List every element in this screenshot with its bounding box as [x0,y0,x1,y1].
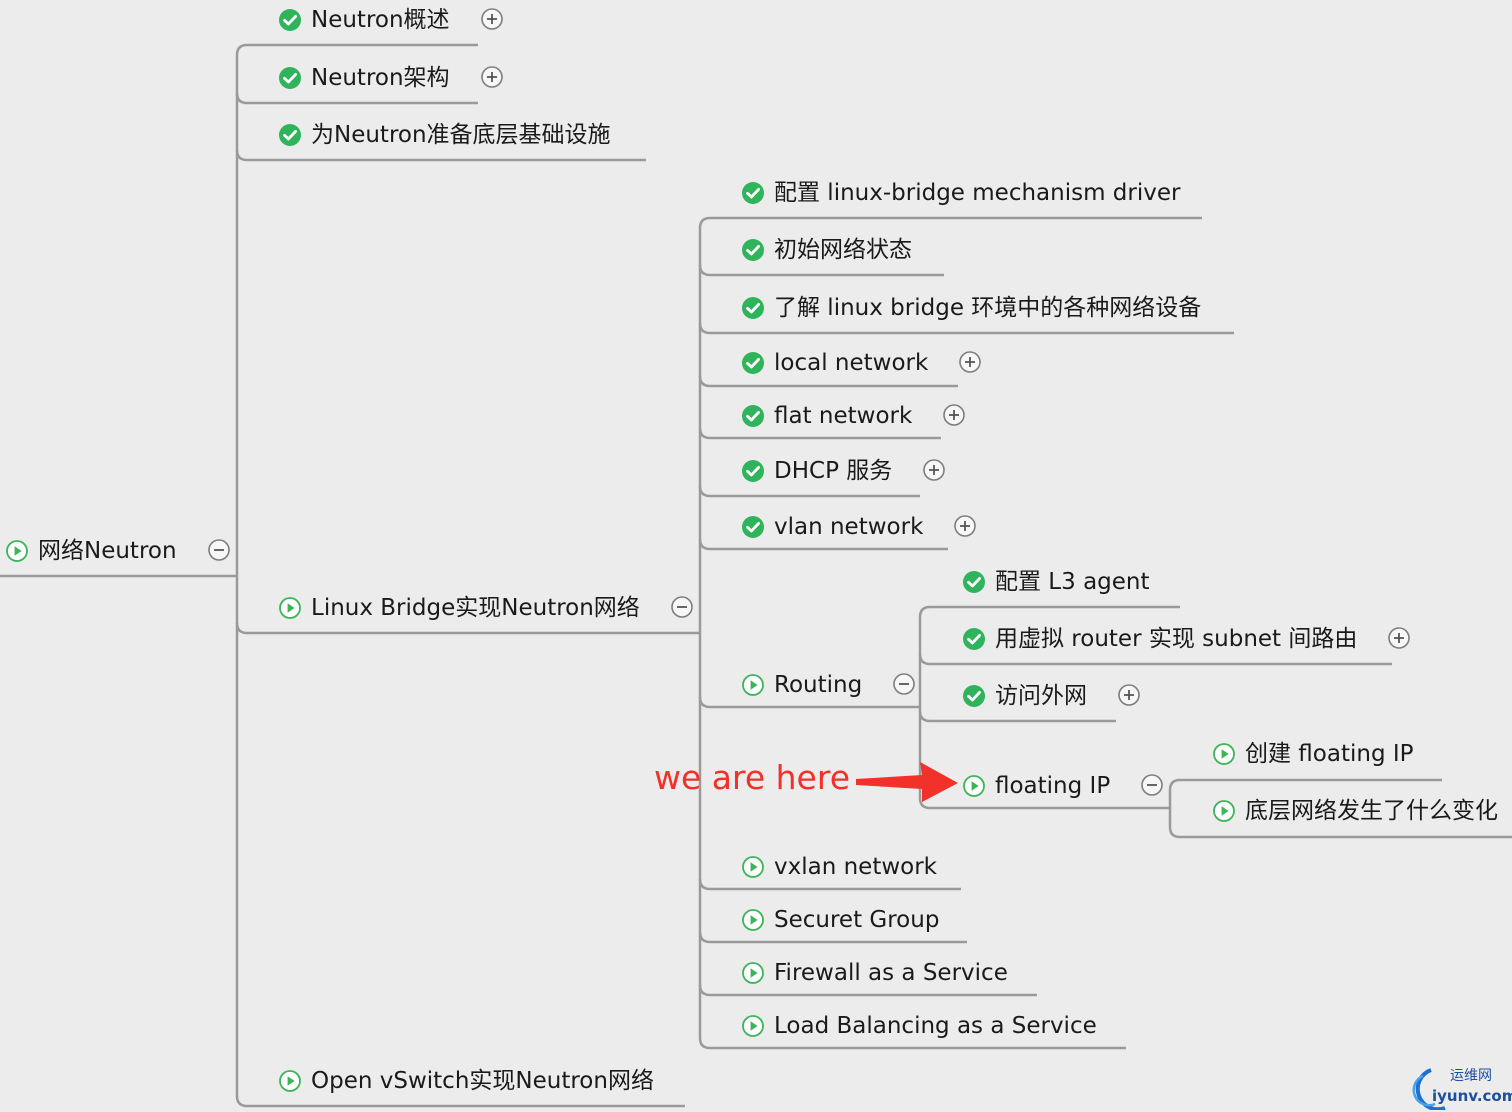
edge-lb [235,622,700,635]
done-check-icon [741,238,765,262]
edge-c7 [698,538,948,551]
edge-c11 [698,984,1037,997]
edge-trunk-level4 [1168,778,1181,827]
edge-c12 [698,1037,1126,1050]
node-n3[interactable]: 为Neutron准备底层基础设施 [311,122,611,148]
done-check-icon [278,8,302,32]
collapse-minus-icon[interactable] [892,672,916,696]
expand-plus-icon[interactable] [953,514,977,538]
watermark-cn: 运维网 [1450,1068,1492,1084]
node-c5[interactable]: flat network [774,403,913,429]
edge-c9 [698,878,961,891]
edge-n3 [235,149,646,162]
node-c11[interactable]: Firewall as a Service [774,960,1008,986]
done-check-icon [962,570,986,594]
task-play-icon [278,1069,302,1093]
edge-trunk-level3 [918,605,931,798]
task-play-icon [741,673,765,697]
node-c7[interactable]: vlan network [774,514,924,540]
edge-r3 [918,710,1116,723]
edge-r2 [918,653,1392,666]
task-play-icon [741,908,765,932]
node-c12[interactable]: Load Balancing as a Service [774,1013,1097,1039]
done-check-icon [741,404,765,428]
done-check-icon [741,296,765,320]
node-r3[interactable]: 访问外网 [995,683,1087,709]
node-fip[interactable]: floating IP [995,773,1111,799]
node-c6[interactable]: DHCP 服务 [774,458,893,484]
collapse-minus-icon[interactable] [1140,773,1164,797]
task-play-icon [1212,742,1236,766]
edge-ovs [235,1095,685,1108]
task-play-icon [1212,799,1236,823]
expand-plus-icon[interactable] [480,7,504,31]
node-f2[interactable]: 底层网络发生了什么变化 [1245,798,1498,824]
task-play-icon [741,855,765,879]
node-r1[interactable]: 配置 L3 agent [995,569,1150,595]
task-play-icon [741,961,765,985]
done-check-icon [962,684,986,708]
done-check-icon [741,181,765,205]
collapse-minus-icon[interactable] [207,538,231,562]
node-c9[interactable]: vxlan network [774,854,937,880]
expand-plus-icon[interactable] [942,403,966,427]
watermark-logo-icon [1412,1068,1446,1110]
done-check-icon [741,351,765,375]
edge-c2 [698,264,944,277]
node-c4[interactable]: local network [774,350,929,376]
node-n2[interactable]: Neutron架构 [311,65,450,91]
node-n1[interactable]: Neutron概述 [311,7,450,33]
task-play-icon [278,596,302,620]
edge-trunk-level2 [698,216,711,1038]
done-check-icon [278,66,302,90]
done-check-icon [278,123,302,147]
done-check-icon [741,515,765,539]
done-check-icon [962,627,986,651]
node-rt[interactable]: Routing [774,672,863,698]
node-f1[interactable]: 创建 floating IP [1245,741,1414,767]
edge-fip [918,797,1170,810]
expand-plus-icon[interactable] [922,458,946,482]
expand-plus-icon[interactable] [1387,626,1411,650]
edge-c3 [698,322,1234,335]
watermark-domain: iyunv.com [1432,1087,1512,1105]
node-ovs[interactable]: Open vSwitch实现Neutron网络 [311,1068,654,1094]
collapse-minus-icon[interactable] [670,595,694,619]
edge-c5 [698,427,941,440]
edge-c10 [698,931,967,944]
annotation-arrow-icon [856,762,958,802]
edge-rt [698,696,920,709]
expand-plus-icon[interactable] [1117,683,1141,707]
task-play-icon [741,1014,765,1038]
node-c10[interactable]: Securet Group [774,907,940,933]
node-c2[interactable]: 初始网络状态 [774,237,912,263]
edge-n2 [235,92,478,105]
edge-f2 [1168,826,1512,839]
node-r2[interactable]: 用虚拟 router 实现 subnet 间路由 [995,626,1358,652]
node-c1[interactable]: 配置 linux-bridge mechanism driver [774,180,1181,206]
node-root[interactable]: 网络Neutron [38,538,177,564]
expand-plus-icon[interactable] [958,350,982,374]
task-play-icon [5,539,29,563]
node-lb[interactable]: Linux Bridge实现Neutron网络 [311,595,640,621]
edge-c6 [698,485,920,498]
expand-plus-icon[interactable] [480,65,504,89]
done-check-icon [741,459,765,483]
task-play-icon [962,774,986,798]
node-c3[interactable]: 了解 linux bridge 环境中的各种网络设备 [774,295,1202,321]
annotation-we-are-here: we are here [654,758,851,797]
edge-trunk-level1 [235,43,248,1097]
edge-c4 [698,375,958,388]
